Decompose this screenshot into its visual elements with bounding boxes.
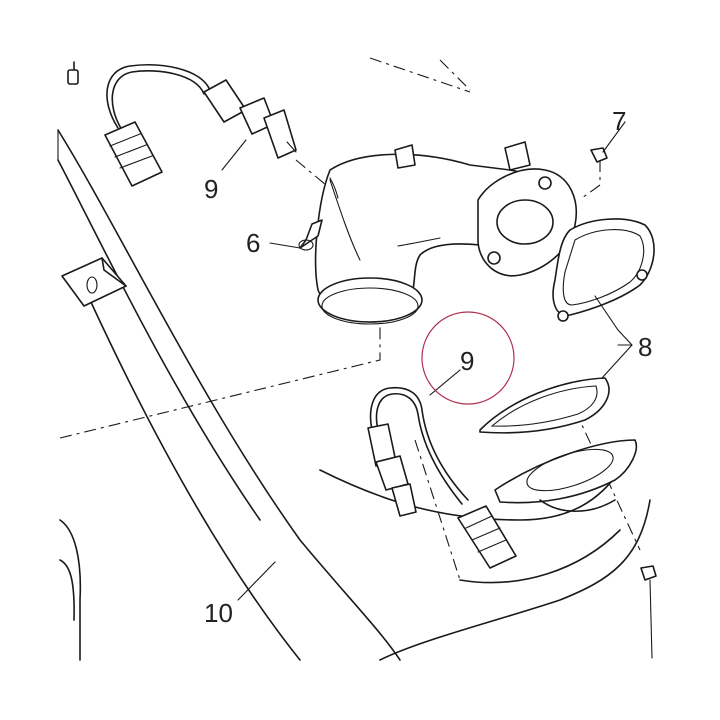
callout-10: 10 (204, 598, 233, 628)
nut-lower (640, 565, 657, 659)
elbow-header-pipe (314, 141, 577, 325)
callout-9-upper: 9 (204, 174, 218, 204)
nut-part-7 (590, 121, 626, 163)
clamp-part-6 (298, 177, 339, 251)
oxygen-sensor-upper (67, 61, 327, 187)
gasket-lower (479, 377, 610, 434)
callout-9-lower: 9 (460, 346, 474, 376)
callout-labels: 9 6 7 8 9 10 (204, 106, 652, 628)
callout-6: 6 (246, 228, 260, 258)
oxygen-sensor-lower (367, 386, 517, 569)
lower-flange (494, 439, 637, 513)
callout-7: 7 (612, 106, 626, 136)
exhaust-pipe (57, 129, 651, 661)
highlight-circle (421, 311, 515, 405)
callout-8: 8 (638, 332, 652, 362)
gasket-upper (552, 218, 655, 322)
mounting-bracket (61, 257, 127, 307)
